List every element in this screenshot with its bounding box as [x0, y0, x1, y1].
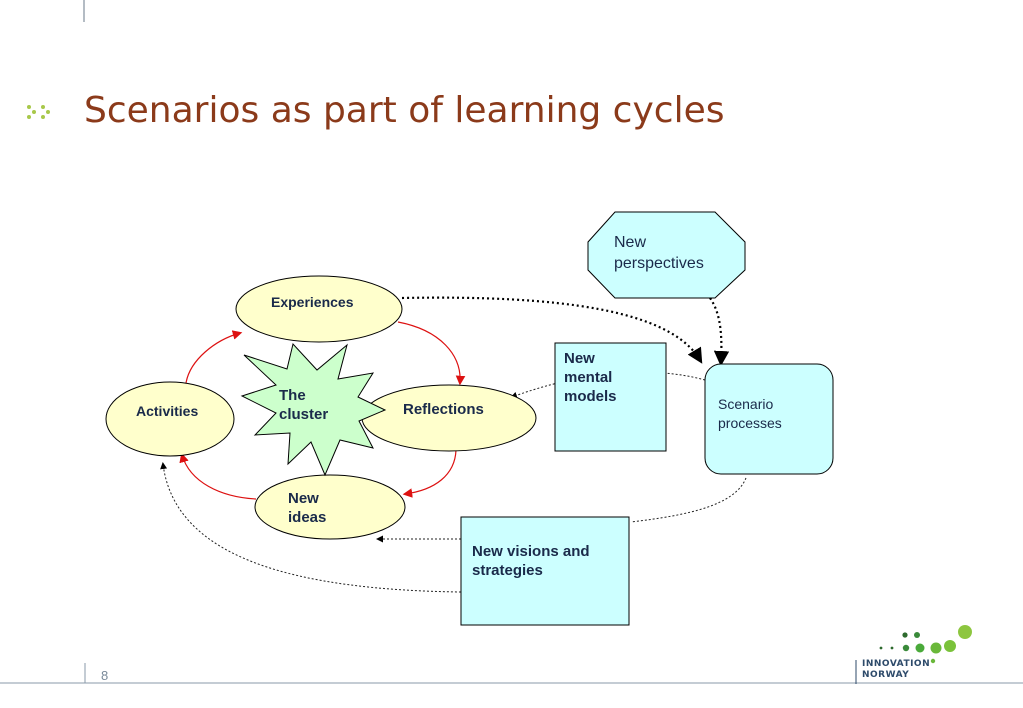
new-perspectives-label: New perspectives [614, 234, 704, 272]
logo-dots-icon [879, 625, 972, 664]
scenario-processes-node [704, 363, 834, 475]
new-ideas-node [254, 474, 406, 540]
reflections-label: Reflections [403, 401, 484, 418]
activities-label: Activities [136, 403, 199, 419]
page-title: Scenarios as part of learning cycles [84, 90, 725, 131]
new-ideas-label: New ideas [288, 490, 327, 526]
new-visions-label: New visions and strategies [472, 543, 590, 579]
experiences-node [235, 275, 403, 343]
title-bullet-icon [27, 105, 50, 119]
connector-scenario-visions [630, 477, 747, 523]
cluster-label: The cluster [279, 387, 329, 423]
arrow-experiences-reflections [397, 321, 466, 386]
new-mental-models-label: New mental models [564, 350, 617, 405]
top-left-divider [83, 0, 85, 22]
new-mental-models-node [554, 342, 667, 452]
arrow-newideas-activities [179, 452, 257, 500]
experiences-label: Experiences [271, 294, 354, 310]
arrow-activities-experiences [185, 330, 243, 384]
connector-perspectives-scenario [709, 297, 730, 367]
cluster-star [240, 342, 387, 477]
scenario-processes-label: Scenario processes [718, 396, 782, 431]
arrow-reflections-newideas [402, 449, 457, 498]
new-perspectives-node [587, 211, 746, 299]
logo-text: INNOVATION NORWAY [862, 659, 931, 680]
activities-node [105, 381, 235, 457]
page-number: 8 [101, 668, 109, 683]
new-visions-node [460, 516, 630, 626]
